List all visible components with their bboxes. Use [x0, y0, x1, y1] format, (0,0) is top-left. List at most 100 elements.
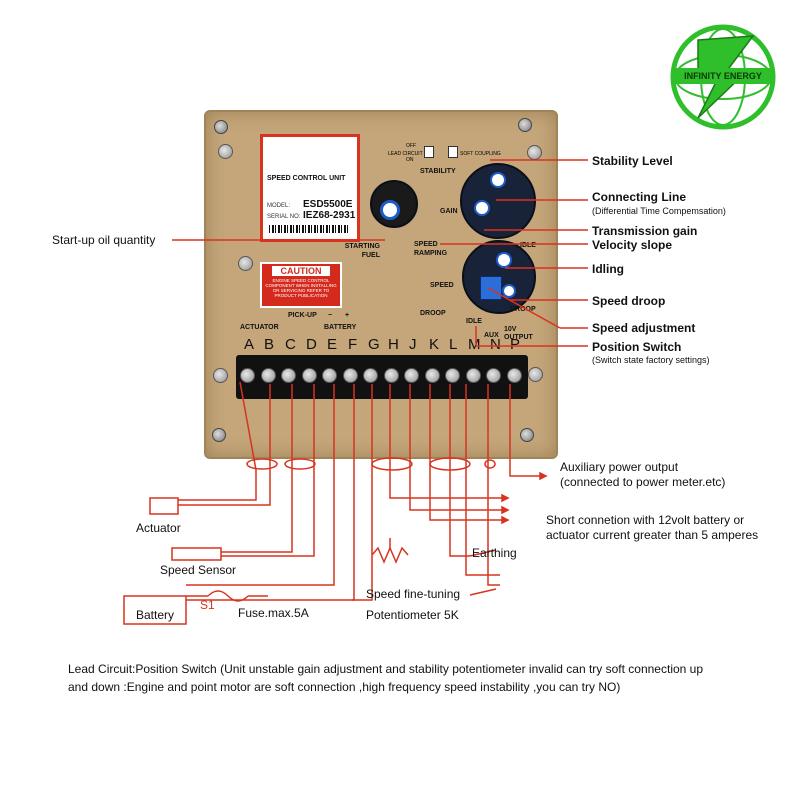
trimmer-gain[interactable]: [474, 200, 490, 216]
terminal-screw[interactable]: [383, 368, 399, 383]
model-value: ESD5500E: [303, 199, 353, 210]
terminal-screw[interactable]: [404, 368, 419, 383]
callout-speed-droop: Speed droop: [592, 294, 666, 308]
label-earthing: Earthing: [472, 546, 517, 560]
panel-screw: [218, 144, 233, 159]
label-actuator: Actuator: [136, 521, 181, 535]
caution-label: CAUTION ENGINE SPEED CONTROL COMPONENT W…: [260, 262, 342, 308]
battery-text: BATTERY: [324, 324, 357, 331]
terminal-screw[interactable]: [281, 368, 296, 383]
serial-value: IEZ68-2931: [303, 210, 356, 221]
droop-text-lower: DROOP: [420, 310, 446, 317]
terminal-letter-f: F: [348, 336, 358, 353]
callout-startup-oil: Start-up oil quantity: [52, 233, 156, 247]
terminal-screw[interactable]: [465, 368, 481, 383]
callout-idling: Idling: [592, 262, 624, 276]
speed-text: SPEED: [430, 282, 454, 289]
mount-hole: [520, 428, 534, 442]
barcode: [269, 225, 349, 233]
speed-trimmer-block[interactable]: [480, 276, 502, 300]
terminal-letter-c: C: [285, 336, 296, 353]
gain-text: GAIN: [440, 208, 458, 215]
stability-text: STABILITY: [420, 168, 456, 175]
footer-line-1: Lead Circuit:Position Switch (Unit unsta…: [68, 662, 704, 676]
terminal-screw[interactable]: [342, 368, 358, 383]
terminal-screw[interactable]: [322, 368, 337, 383]
label-speed-sensor: Speed Sensor: [160, 563, 237, 577]
trimmer-stability[interactable]: [490, 172, 506, 188]
idle-small-text: IDLE: [466, 318, 482, 325]
terminal-screw[interactable]: [445, 368, 460, 383]
trimmer-idle[interactable]: [496, 252, 512, 268]
terminal-screws: [240, 368, 530, 384]
terminal-letters: A B C D E F G H J K L M N P: [240, 336, 530, 356]
label-aux-power: Auxiliary power output: [560, 460, 679, 474]
terminal-letter-k: K: [429, 336, 440, 353]
terminal-letter-m: M: [468, 336, 481, 353]
actuator-text: ACTUATOR: [240, 324, 279, 331]
terminal-letter-d: D: [306, 336, 317, 353]
trimmer-start-fuel[interactable]: [380, 200, 400, 220]
switch-off-label: OFF: [406, 143, 416, 149]
terminal-letter-g: G: [368, 336, 380, 353]
callout-connecting-line: Connecting Line: [592, 190, 686, 204]
label-title: SPEED CONTROL UNIT: [267, 175, 346, 182]
panel-screw: [238, 256, 253, 271]
pickup-text: PICK-UP: [288, 312, 317, 319]
terminal-letter-p: P: [510, 336, 521, 353]
terminal-letter-j: J: [409, 336, 417, 353]
terminal-screw[interactable]: [506, 368, 522, 383]
terminal-screw[interactable]: [260, 368, 276, 383]
callout-stability-level: Stability Level: [592, 154, 673, 168]
terminal-screw[interactable]: [301, 368, 317, 383]
label-short-connection: Short connetion with 12volt battery or: [546, 513, 745, 527]
terminal-screw[interactable]: [240, 368, 255, 383]
switch-toggle-2[interactable]: [448, 146, 458, 158]
label-fuse: Fuse.max.5A: [238, 606, 309, 620]
logo-text: INFINITY ENERGY: [684, 71, 762, 81]
trimmer-droop[interactable]: [502, 284, 516, 298]
speed-ramping-text: SPEED RAMPING: [414, 241, 448, 257]
callout-transmission-gain: Transmission gain: [592, 224, 698, 238]
caution-title: CAUTION: [272, 266, 330, 276]
terminal-letter-n: N: [490, 336, 501, 353]
callout-position-switch-sub: (Switch state factory settings): [592, 355, 710, 365]
callout-connecting-line-sub: (Differential Time Compemsation): [592, 206, 726, 216]
footer-line-2: and down :Engine and point motor are sof…: [68, 680, 621, 694]
serial-caption: SERIAL NO:: [267, 214, 301, 220]
label-potentiometer: Potentiometer 5K: [366, 608, 459, 622]
panel-screw: [528, 367, 543, 382]
label-battery: Battery: [136, 608, 175, 622]
terminal-letter-a: A: [244, 336, 255, 353]
logo: INFINITY ENERGY: [668, 22, 778, 132]
callout-speed-adjustment: Speed adjustment: [592, 321, 696, 335]
soft-coupling-label: SOFT COUPLING: [460, 151, 501, 157]
terminal-screw[interactable]: [363, 368, 378, 383]
callout-velocity-slope: Velocity slope: [592, 238, 673, 252]
mount-hole: [518, 118, 532, 132]
caution-body: ENGINE SPEED CONTROL COMPONENT WHEN INST…: [265, 278, 337, 298]
label-speed-fine-tuning: Speed fine-tuning: [366, 587, 461, 601]
lead-circuit-label: LEAD CIRCUIT: [388, 151, 423, 157]
terminal-screw[interactable]: [424, 368, 440, 383]
terminal-letter-h: H: [388, 336, 399, 353]
model-caption: MODEL:: [267, 203, 291, 209]
idle-text: IDLE: [520, 242, 536, 249]
model-label-card: SPEED CONTROL UNIT MODEL: ESD5500E SERIA…: [260, 134, 360, 242]
aux-text: AUX: [484, 332, 499, 339]
terminal-screw[interactable]: [486, 368, 501, 383]
plus-text: +: [345, 312, 350, 319]
droop-text: DROOP: [510, 306, 536, 313]
mount-hole: [214, 120, 228, 134]
starting-fuel-text: STARTING FUEL: [344, 243, 380, 259]
terminal-letter-e: E: [327, 336, 338, 353]
label-s1: S1: [200, 598, 215, 612]
logo-globe-icon: [670, 24, 776, 130]
mount-hole: [212, 428, 226, 442]
terminal-letter-l: L: [449, 336, 458, 353]
starting-fuel-pot[interactable]: [370, 180, 418, 228]
minus-text: −: [328, 312, 333, 319]
switch-toggle-1[interactable]: [424, 146, 434, 158]
label-aux-power-sub: (connected to power meter.etc): [560, 475, 726, 489]
